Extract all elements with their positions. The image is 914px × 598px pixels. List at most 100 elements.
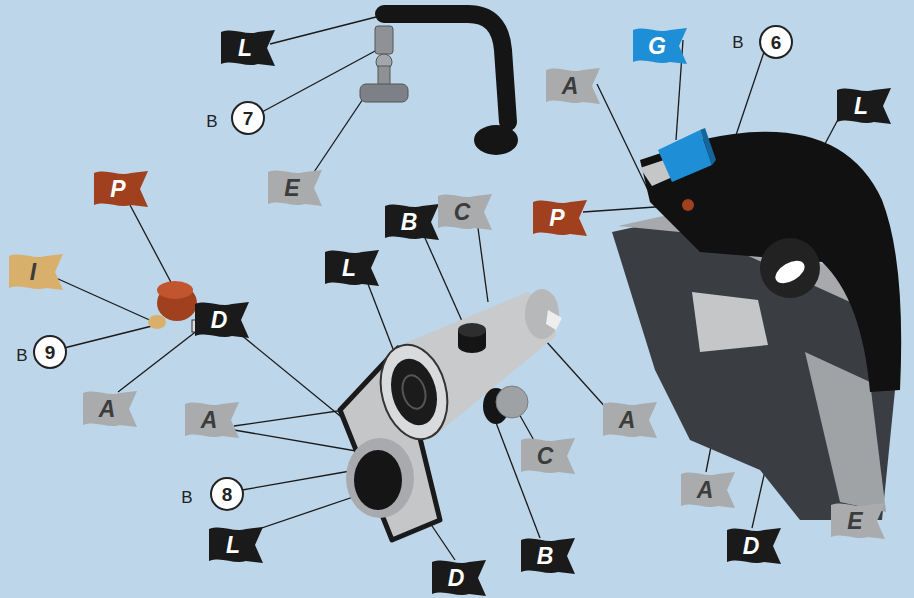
callout-prefix: B <box>16 347 27 364</box>
leader-line <box>310 96 365 178</box>
leader-line <box>56 278 154 322</box>
flag-letter: B <box>537 545 554 568</box>
flag-letter: A <box>562 75 579 98</box>
callout-prefix: B <box>181 489 192 506</box>
flag-letter: D <box>211 309 228 332</box>
flag-letter: A <box>697 479 714 502</box>
flag-shape <box>221 30 275 66</box>
stem <box>378 66 390 86</box>
flag-letter: C <box>454 201 471 224</box>
flag-shape <box>438 194 492 230</box>
side-knob <box>496 386 528 418</box>
callout-prefix: B <box>732 34 743 51</box>
red-dot <box>682 199 694 211</box>
cover-boss <box>760 238 820 298</box>
leader-line <box>118 330 198 392</box>
leader-line <box>250 494 362 532</box>
leader-line <box>597 84 648 190</box>
leader-line <box>735 52 764 138</box>
flag-letter: L <box>238 37 252 60</box>
flag-shape <box>633 28 687 64</box>
leader-line <box>240 334 345 420</box>
callout-number: 6 <box>771 33 782 52</box>
leader-line <box>495 420 540 538</box>
flag-letter: D <box>743 535 760 558</box>
lower-ring <box>346 438 414 518</box>
callout-circle <box>760 26 792 58</box>
flag-shape <box>681 472 735 508</box>
flag-shape <box>837 88 891 124</box>
flag-letter: E <box>284 177 299 200</box>
callout-circle <box>232 102 264 134</box>
flag-letter: L <box>854 95 868 118</box>
flag-shape <box>268 170 322 206</box>
flag-shape <box>533 200 587 236</box>
flag-shape <box>9 254 63 290</box>
leader-line <box>425 238 466 330</box>
flags <box>9 28 891 596</box>
flag-letter: L <box>342 257 356 280</box>
flag-shape <box>521 438 575 474</box>
flag-letter: D <box>448 567 465 590</box>
flag-shape <box>831 503 885 539</box>
leader-line <box>234 430 362 452</box>
callout-circle <box>211 478 243 510</box>
flag-shape <box>325 250 379 286</box>
red-cylinder-top <box>157 281 193 299</box>
flag-shape <box>603 402 657 438</box>
shower-arm <box>360 14 518 155</box>
flag-letter: C <box>537 445 554 468</box>
tan-nub <box>148 315 166 329</box>
leader-line <box>478 228 488 302</box>
base-plate <box>360 84 408 102</box>
leader-line <box>242 470 356 490</box>
callout-number: 7 <box>243 109 254 128</box>
leader-line <box>130 205 174 288</box>
callout-number: 9 <box>45 343 56 362</box>
slider-body <box>340 289 562 540</box>
flag-letter: I <box>30 261 36 284</box>
top-knob-base <box>458 339 486 353</box>
front-face <box>371 337 458 446</box>
flag-shape <box>209 527 263 563</box>
flag-shape <box>94 171 148 207</box>
callout-prefix: B <box>206 113 217 130</box>
flag-letter: P <box>549 207 564 230</box>
leader-line <box>64 326 152 348</box>
inner-ring <box>399 373 429 412</box>
flag-shape <box>185 402 239 438</box>
flag-letter: L <box>226 534 240 557</box>
arm-end <box>474 125 518 155</box>
flag-letter: P <box>110 178 125 201</box>
flag-letter: A <box>619 409 636 432</box>
flag-letter: G <box>648 35 666 58</box>
leader-line <box>545 340 608 410</box>
tab <box>546 310 562 330</box>
holder <box>612 128 901 520</box>
lower-hole <box>354 450 402 510</box>
front-hole <box>384 353 444 430</box>
arm-pipe <box>384 14 508 122</box>
flag-letter: A <box>99 398 116 421</box>
flag-shape <box>83 391 137 427</box>
swivel <box>375 26 393 54</box>
callout-circle <box>34 336 66 368</box>
flag-shape <box>727 528 781 564</box>
flag-shape <box>195 302 249 338</box>
callout-number: 8 <box>222 485 233 504</box>
flag-shape <box>546 68 600 104</box>
flag-shape <box>521 538 575 574</box>
flag-letter: B <box>401 211 418 234</box>
flag-shape <box>385 204 439 240</box>
top-knob-cap <box>458 323 486 337</box>
holder-block <box>692 292 768 352</box>
cover-hole <box>772 256 809 288</box>
flag-letter: E <box>847 510 862 533</box>
leader-line <box>270 16 380 44</box>
callout-circles <box>34 26 792 510</box>
blue-tab-side <box>700 128 716 165</box>
flag-letter: A <box>201 409 218 432</box>
